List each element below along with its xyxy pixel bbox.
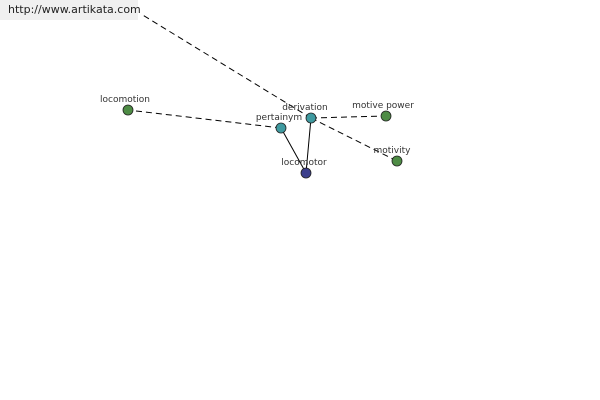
node-pertainym-label[interactable]: pertainym bbox=[256, 113, 302, 123]
edge-locomotor-derivation bbox=[305, 117, 312, 174]
node-locomotor[interactable]: locomotor bbox=[281, 158, 327, 179]
edge-derivation-motivity bbox=[310, 117, 398, 162]
node-motivity-circle[interactable] bbox=[391, 155, 403, 167]
node-locomotion-label[interactable]: locomotion bbox=[100, 95, 150, 105]
node-pertainym[interactable]: pertainym bbox=[256, 113, 302, 134]
node-derivation-label[interactable]: derivation bbox=[282, 103, 328, 113]
node-motive-power[interactable]: motive power bbox=[352, 101, 414, 122]
node-motive-power-circle[interactable] bbox=[380, 110, 392, 122]
node-motivity[interactable]: motivity bbox=[374, 146, 412, 167]
node-pertainym-circle[interactable] bbox=[275, 122, 287, 134]
edges-layer bbox=[127, 13, 398, 174]
node-derivation-circle[interactable] bbox=[305, 112, 317, 124]
node-motive-power-label[interactable]: motive power bbox=[352, 101, 414, 111]
node-derivation[interactable]: derivation bbox=[282, 103, 328, 124]
node-motivity-label[interactable]: motivity bbox=[374, 146, 412, 156]
edge-pertainym-locomotion bbox=[127, 109, 282, 129]
edge-derivation-motive-power bbox=[310, 115, 387, 119]
node-locomotor-label[interactable]: locomotor bbox=[281, 158, 327, 168]
node-locomotion[interactable]: locomotion bbox=[100, 95, 150, 116]
artikata-url-link[interactable]: http://www.artikata.com bbox=[0, 0, 141, 20]
edge-derivation-offscreen bbox=[140, 13, 312, 119]
node-locomotion-circle[interactable] bbox=[122, 104, 134, 116]
node-locomotor-circle[interactable] bbox=[300, 167, 312, 179]
nodes-layer: locomotor pertainym derivation locomotio… bbox=[100, 95, 414, 179]
edge-locomotor-pertainym bbox=[280, 127, 307, 174]
